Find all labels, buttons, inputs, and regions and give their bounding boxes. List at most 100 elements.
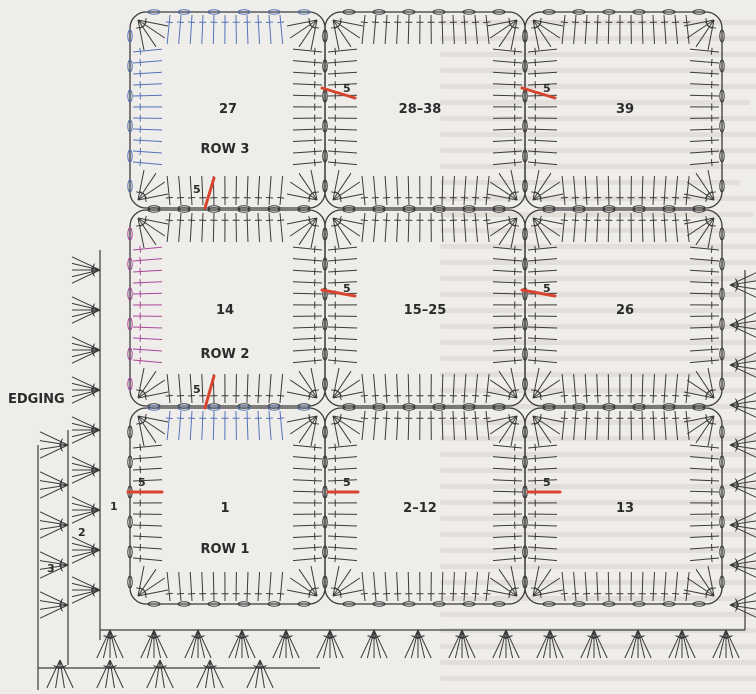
stitch-mark	[293, 558, 322, 561]
stitch-mark	[286, 630, 299, 658]
stitch-mark	[397, 15, 398, 44]
stitch-mark	[686, 213, 689, 242]
stitch-mark	[166, 593, 173, 594]
stitch-mark	[179, 176, 181, 205]
stitch-mark	[483, 593, 490, 594]
stitch-mark	[72, 583, 100, 590]
stitch-mark	[167, 213, 170, 242]
stitch-mark	[202, 176, 203, 205]
stitch-mark	[493, 525, 522, 526]
stitch-mark	[597, 374, 598, 403]
text-line	[440, 276, 756, 281]
stitch-mark	[293, 525, 322, 526]
stitch-mark	[280, 572, 283, 601]
stitch-mark	[136, 192, 143, 193]
stitch-mark	[331, 588, 338, 589]
stitch-mark	[362, 374, 365, 403]
stitch-mark	[374, 374, 376, 403]
stitch-mark	[72, 270, 100, 277]
stitch-mark	[362, 572, 365, 601]
stitch-mark	[711, 444, 712, 451]
stitch-mark	[247, 176, 248, 205]
stitch-mark	[514, 257, 515, 264]
text-line	[440, 612, 756, 617]
stitch-mark	[328, 338, 357, 340]
stitch-mark	[493, 129, 522, 130]
stitch-mark	[642, 213, 643, 242]
stitch-mark	[672, 22, 679, 23]
stitch-mark	[133, 282, 162, 283]
text-line	[440, 292, 744, 297]
stitch-mark	[374, 213, 376, 242]
stitch-mark	[408, 411, 409, 440]
stitch-mark	[408, 176, 409, 205]
stitch-mark	[453, 213, 454, 242]
stitch-mark	[177, 197, 184, 198]
stitch-mark	[72, 457, 100, 470]
stitch-mark	[561, 418, 568, 419]
stitch-mark	[133, 162, 162, 165]
join-marker-label: 5	[343, 282, 351, 295]
stitch-mark	[154, 630, 167, 658]
stitch-mark	[385, 572, 387, 601]
stitch-mark	[711, 159, 712, 166]
stitch-mark	[72, 430, 100, 443]
stitch-mark	[572, 197, 579, 198]
stitch-mark	[574, 213, 576, 242]
stitch-mark	[493, 61, 522, 63]
stitch-mark	[293, 259, 322, 261]
stitch-mark	[140, 59, 141, 66]
text-line	[440, 100, 750, 105]
stitch-mark	[493, 282, 522, 283]
stitch-mark	[672, 418, 679, 419]
stitch-mark	[385, 213, 387, 242]
stitch-mark	[72, 303, 100, 310]
stitch-mark	[277, 22, 284, 23]
stitch-mark	[166, 418, 173, 419]
stitch-mark	[597, 411, 598, 440]
stitch-mark	[361, 630, 374, 658]
stitch-mark	[277, 418, 284, 419]
stitch-mark	[608, 374, 609, 403]
stitch-mark	[72, 543, 100, 550]
stitch-mark	[372, 418, 379, 419]
stitch-mark	[493, 49, 522, 52]
stitch-mark	[690, 457, 719, 459]
stitch-mark	[397, 374, 398, 403]
stitch-mark	[672, 395, 679, 396]
stitch-mark	[486, 213, 489, 242]
stitch-mark	[514, 59, 515, 66]
stitch-mark	[561, 22, 568, 23]
stitch-mark	[293, 162, 322, 165]
stitch-mark	[133, 270, 162, 272]
stitch-mark	[572, 220, 579, 221]
row-2-label: ROW 2	[201, 347, 250, 362]
stitch-mark	[190, 176, 192, 205]
stitch-mark	[405, 630, 418, 658]
text-line	[440, 180, 740, 185]
stitch-mark	[293, 95, 322, 96]
stitch-mark	[328, 61, 357, 63]
stitch-mark	[374, 176, 376, 205]
stitch-mark	[493, 338, 522, 340]
text-line	[440, 148, 756, 153]
stitch-mark	[177, 395, 184, 396]
stitch-mark	[280, 176, 283, 205]
stitch-mark	[72, 510, 100, 523]
stitch-mark	[493, 457, 522, 459]
stitch-mark	[103, 630, 110, 658]
stitch-mark	[328, 525, 357, 526]
stitch-mark	[361, 418, 368, 419]
text-line	[440, 132, 756, 137]
stitch-mark	[608, 411, 609, 440]
text-line	[440, 468, 756, 473]
stitch-mark	[72, 470, 100, 483]
stitch-mark	[133, 151, 162, 153]
stitch-mark	[213, 213, 214, 242]
stitch-mark	[314, 455, 315, 462]
stitch-mark	[293, 536, 322, 538]
edging-step-2: 2	[78, 526, 86, 539]
stitch-mark	[374, 630, 381, 658]
stitch-mark	[408, 572, 409, 601]
stitch-mark	[314, 246, 315, 253]
